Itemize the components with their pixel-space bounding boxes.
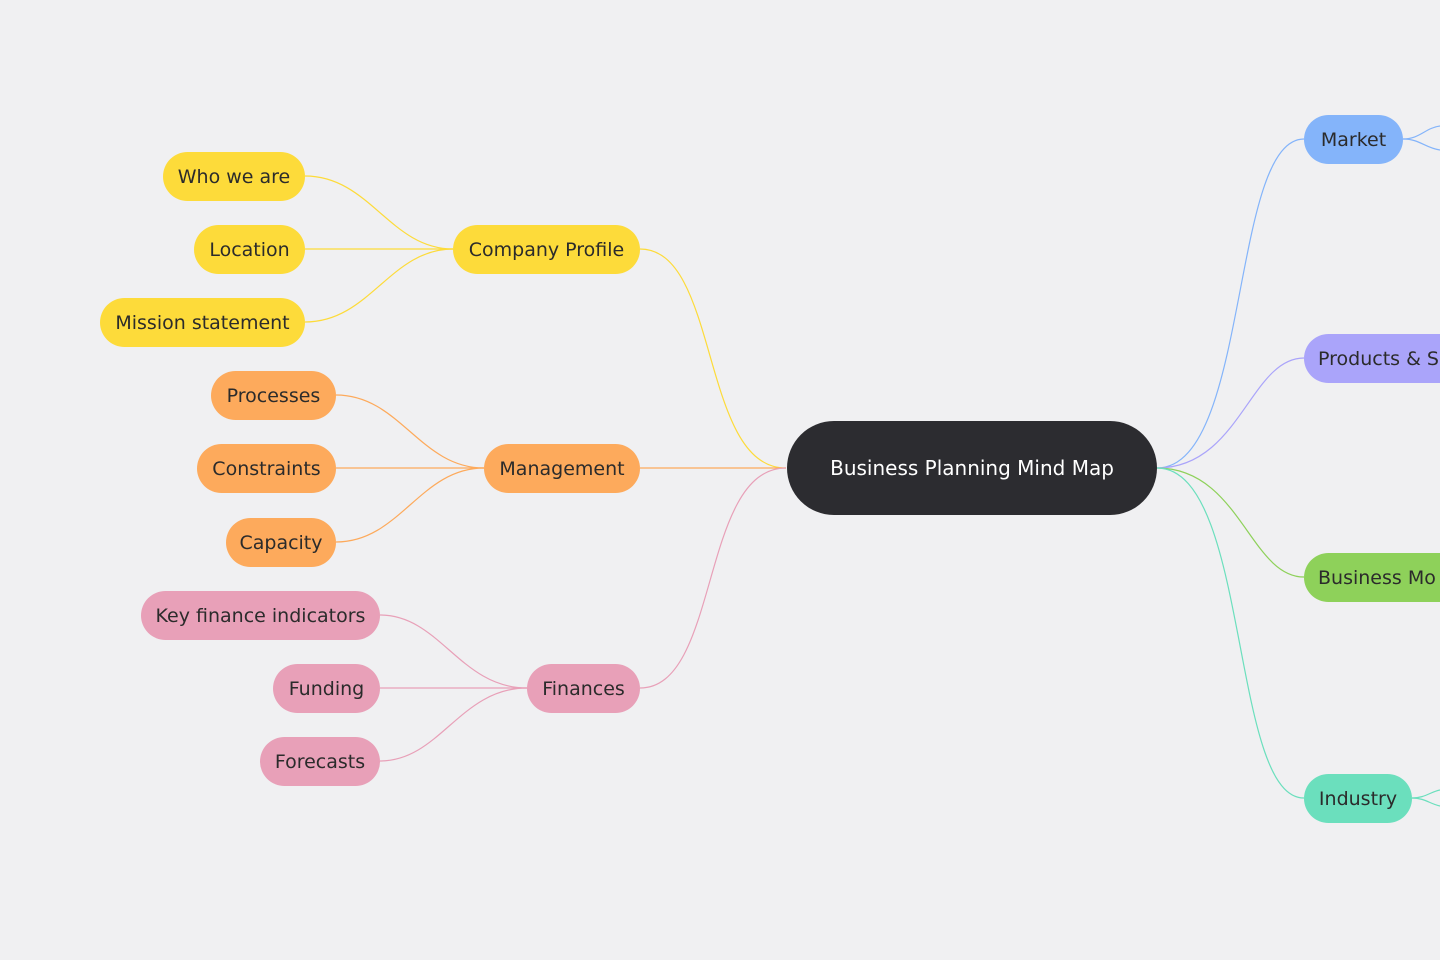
node-business-model[interactable]: Business Mo <box>1304 553 1440 602</box>
node-company-profile[interactable]: Company Profile <box>453 225 640 274</box>
root-node[interactable]: Business Planning Mind Map <box>787 421 1157 515</box>
link-root-finances <box>639 467 787 689</box>
link-root-products <box>1156 357 1305 469</box>
link-root-market <box>1156 138 1305 469</box>
node-who-we-are[interactable]: Who we are <box>163 152 305 201</box>
link-root-industry <box>1156 467 1305 799</box>
node-market[interactable]: Market <box>1304 115 1403 164</box>
node-mission-statement[interactable]: Mission statement <box>100 298 305 347</box>
link-market-child-2 <box>1402 138 1440 151</box>
node-products-services[interactable]: Products & S <box>1304 334 1440 383</box>
link-management-capacity <box>335 467 485 543</box>
node-capacity[interactable]: Capacity <box>226 518 336 567</box>
node-finances[interactable]: Finances <box>527 664 640 713</box>
link-market-child-1 <box>1402 125 1440 140</box>
link-company-who <box>304 175 454 250</box>
link-root-business-model <box>1156 467 1305 578</box>
link-industry-child-2 <box>1411 797 1440 807</box>
link-management-processes <box>335 394 485 469</box>
node-industry[interactable]: Industry <box>1304 774 1412 823</box>
node-location[interactable]: Location <box>194 225 305 274</box>
link-finances-key <box>379 614 528 689</box>
node-constraints[interactable]: Constraints <box>197 444 336 493</box>
link-company-mission <box>304 248 454 323</box>
node-forecasts[interactable]: Forecasts <box>260 737 380 786</box>
node-management[interactable]: Management <box>484 444 640 493</box>
node-key-finance-indicators[interactable]: Key finance indicators <box>141 591 380 640</box>
link-root-company-profile <box>639 248 787 469</box>
link-industry-child-1 <box>1411 789 1440 799</box>
node-processes[interactable]: Processes <box>211 371 336 420</box>
link-finances-forecasts <box>379 687 528 762</box>
node-funding[interactable]: Funding <box>273 664 380 713</box>
